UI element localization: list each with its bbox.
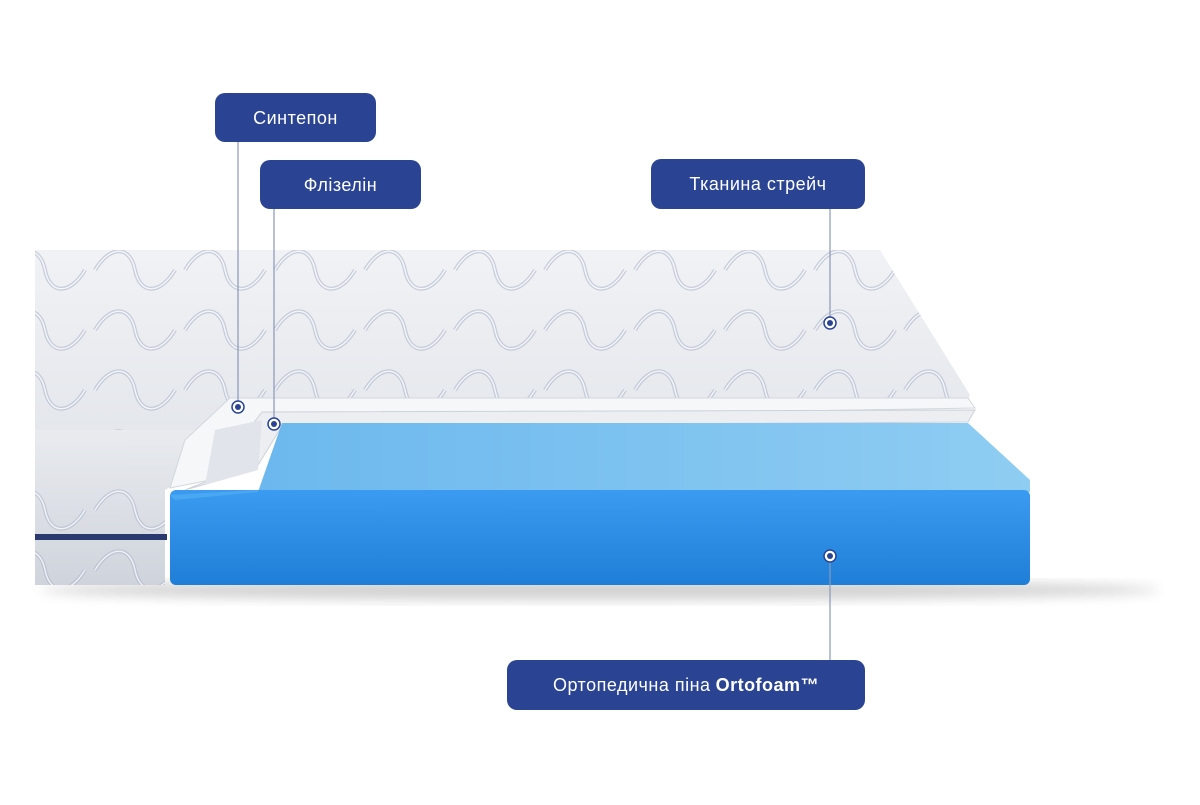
label-orthopedic-foam: Ортопедична піна Ortofoam™ [507,660,865,710]
fabric-piping [35,534,167,540]
label-sintepon-text: Синтепон [253,107,338,128]
foam-left-edge [170,490,258,500]
label-flizelin: Флізелін [260,160,421,209]
label-flizelin-text: Флізелін [303,174,378,195]
label-stretch-fabric: Тканина стрейч [651,159,865,209]
foam-top [258,423,1030,492]
foam-front [170,490,1030,585]
foam-marker-dot [823,549,837,563]
sintepon-marker-dot [231,400,245,414]
flizelin-edge-shade [205,420,262,485]
label-foam-brand: Ortofoam™ [715,675,820,695]
flizelin-marker-dot [267,417,281,431]
stretch-fabric-pattern [35,250,970,430]
label-sintepon: Синтепон [215,93,376,142]
label-foam-prefix: Ортопедична піна [552,675,711,695]
label-stretch-fabric-text: Тканина стрейч [689,174,827,194]
stretch-marker-dot [823,316,837,330]
